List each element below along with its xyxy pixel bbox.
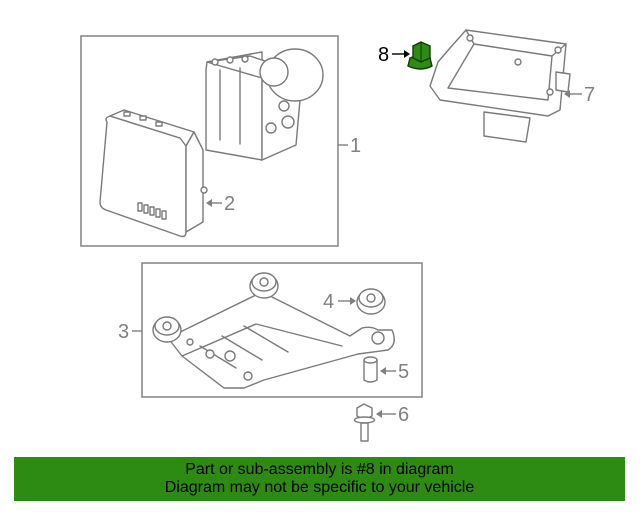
callout-number: 5 — [398, 361, 409, 383]
callout-number: 8 — [378, 44, 389, 66]
callout-2: 2 — [206, 193, 235, 215]
callout-7: 7 — [564, 84, 595, 106]
isolator-part-4[interactable] — [356, 288, 386, 315]
assembly-box-lower — [141, 262, 423, 398]
banner-line-2: Diagram may not be specific to your vehi… — [164, 479, 475, 496]
abs-control-module-part-2[interactable] — [99, 109, 208, 238]
callout-number: 6 — [398, 404, 409, 426]
callout-1: 1 — [338, 135, 361, 157]
callout-number: 1 — [350, 135, 361, 157]
callout-number: 7 — [584, 84, 595, 106]
callout-4: 4 — [323, 291, 356, 313]
callout-8: 8 — [378, 44, 410, 66]
abs-modulator-part-1[interactable] — [205, 48, 324, 161]
module-bracket-part-7[interactable] — [429, 29, 571, 143]
info-banner: Part or sub-assembly is #8 in diagram Di… — [14, 457, 625, 501]
sleeve-part-5[interactable] — [363, 356, 378, 383]
callout-number: 4 — [323, 291, 334, 313]
nut-part-8[interactable] — [407, 41, 433, 70]
callout-number: 2 — [224, 193, 235, 215]
callout-number: 3 — [118, 321, 129, 343]
assembly-box-upper — [80, 35, 339, 247]
callout-3: 3 — [118, 321, 142, 343]
mounting-bracket-part-3[interactable] — [152, 272, 395, 389]
callout-5: 5 — [380, 361, 409, 383]
bolt-part-6[interactable] — [353, 403, 376, 442]
callout-6: 6 — [376, 404, 409, 426]
banner-line-1: Part or sub-assembly is #8 in diagram — [185, 461, 454, 478]
